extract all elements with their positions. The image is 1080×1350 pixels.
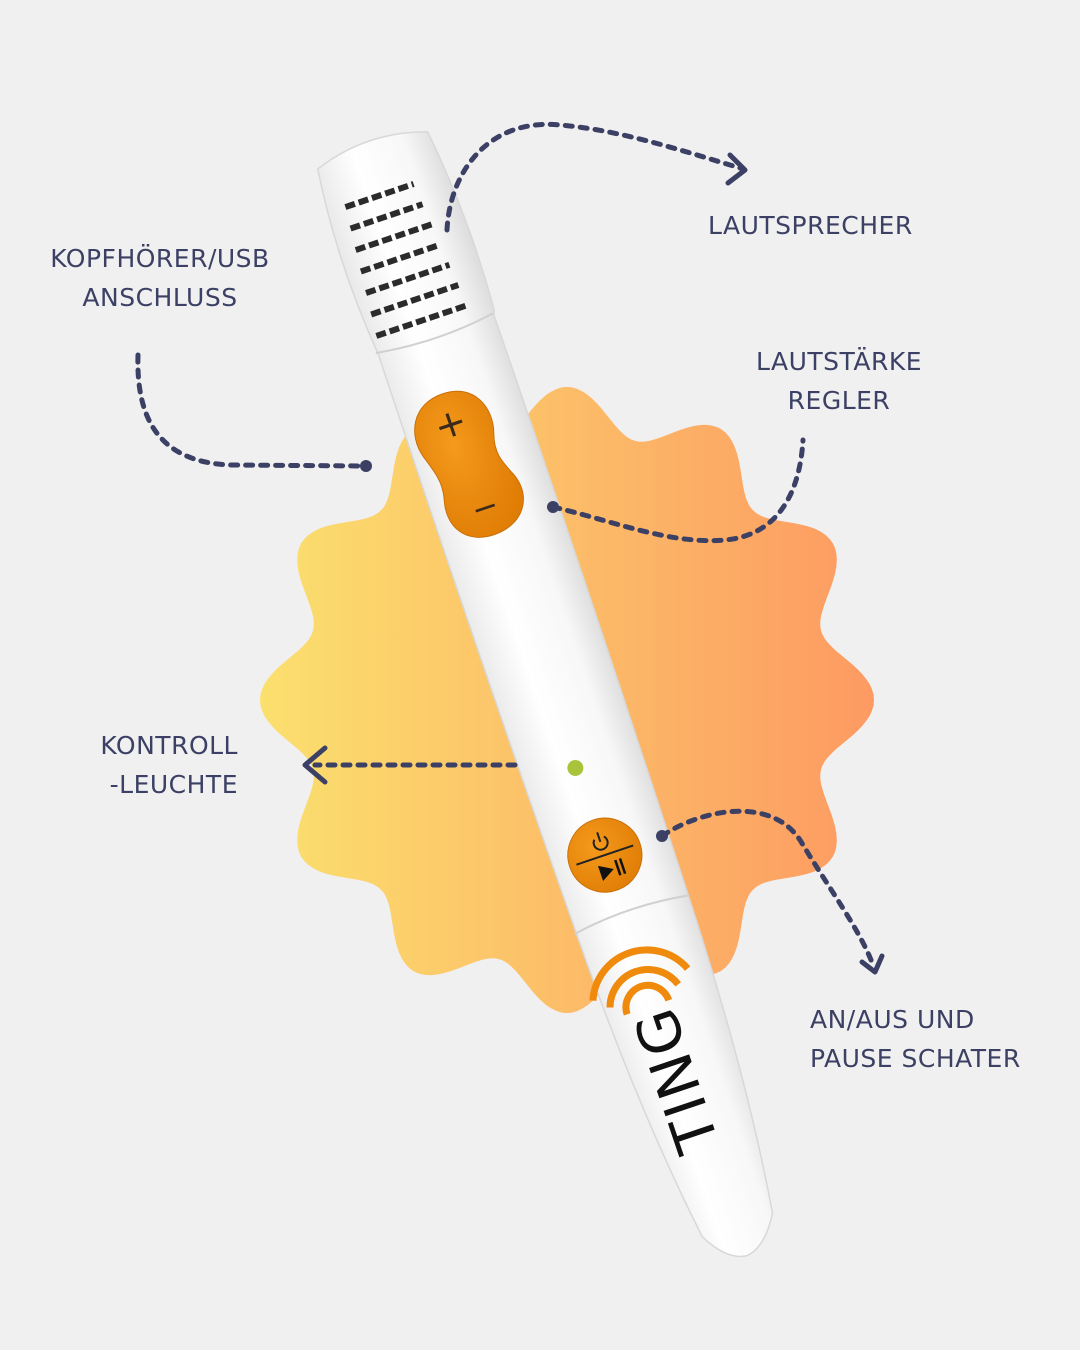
label-volume: LAUTSTÄRKE REGLER <box>748 342 930 420</box>
ting-pen: + − TING <box>316 131 774 1258</box>
leader-dot <box>656 830 668 842</box>
label-headphone-usb: KOPFHÖRER/USB ANSCHLUSS <box>40 239 280 317</box>
volume-rocker[interactable]: + − <box>404 379 533 548</box>
head-seam <box>375 312 494 355</box>
play-pause-icon <box>597 858 627 882</box>
label-line: KOPFHÖRER/USB <box>50 244 270 273</box>
label-line: LAUTSTÄRKE <box>755 347 923 376</box>
grille-slot <box>375 302 469 339</box>
arrowhead-icon <box>302 745 328 785</box>
grille-slot <box>365 261 451 296</box>
power-icon <box>592 832 609 851</box>
label-line: ANSCHLUSS <box>82 283 238 312</box>
power-leader <box>659 808 876 968</box>
label-speaker: LAUTSPRECHER <box>708 206 913 245</box>
leader-dot <box>547 501 559 513</box>
label-line: PAUSE SCHATER <box>810 1044 1021 1073</box>
label-line: REGLER <box>787 386 891 415</box>
label-line: KONTROLL <box>100 731 238 760</box>
grille-slot <box>370 282 460 318</box>
label-led: KONTROLL -LEUCHTE <box>86 726 238 804</box>
grille-slot <box>349 201 424 232</box>
arrowhead-icon <box>725 152 748 186</box>
headphone-leader <box>135 352 369 469</box>
speaker-grille <box>344 181 469 339</box>
label-line: AN/AUS UND <box>810 1005 975 1034</box>
arrowhead-icon <box>859 953 885 975</box>
label-line: -LEUCHTE <box>109 770 238 799</box>
power-play-button[interactable] <box>558 808 652 902</box>
tip-seam <box>574 894 689 935</box>
wifi-waves-icon <box>589 946 691 1016</box>
leader-dot <box>360 460 372 472</box>
label-line: LAUTSPRECHER <box>708 211 913 240</box>
speaker-leader <box>444 121 743 233</box>
label-power: AN/AUS UND PAUSE SCHATER <box>810 1000 1021 1078</box>
volume-leader <box>550 437 806 544</box>
control-led <box>567 759 584 776</box>
grille-slot <box>344 181 415 210</box>
